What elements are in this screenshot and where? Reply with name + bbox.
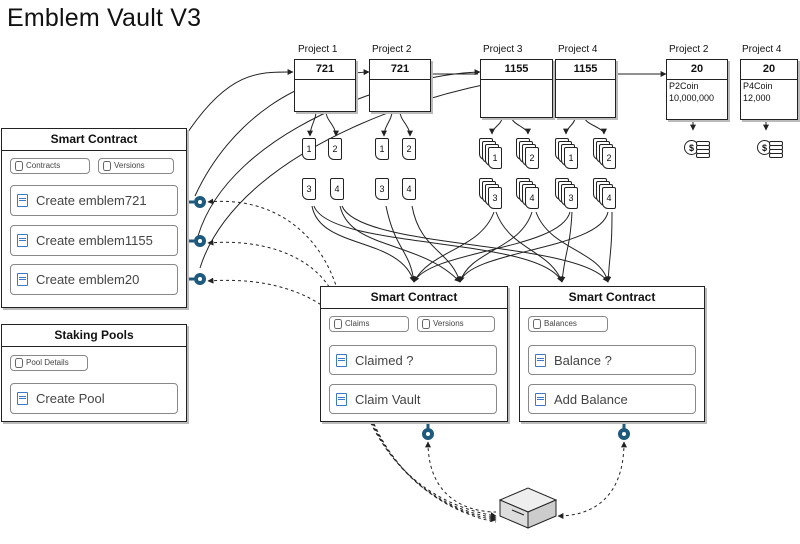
project-label: Project 4 [558, 44, 598, 55]
file-icon [535, 353, 546, 367]
coin-icon: $ [684, 136, 710, 158]
coin-project-box: 20 P4Coin 12,000 [740, 59, 798, 120]
token-doc-stack: 4 [516, 178, 542, 212]
database-icon [103, 161, 111, 171]
file-icon [17, 234, 28, 247]
project-standard: 20 [667, 60, 727, 80]
key-icon [422, 428, 434, 440]
database-icon [15, 161, 23, 171]
key-icon [618, 428, 630, 440]
file-icon [17, 273, 28, 286]
file-icon [336, 392, 347, 406]
database-icon [15, 358, 23, 368]
project-box: 1155 [480, 59, 553, 118]
token-doc-stack: 2 [593, 138, 619, 172]
project-standard: 721 [370, 60, 430, 80]
file-icon [17, 194, 28, 207]
coin-name: P4Coin [743, 81, 773, 91]
database-icon [533, 319, 541, 329]
project-standard: 20 [741, 60, 797, 80]
project-label: Project 2 [669, 44, 709, 55]
coin-project-box: 20 P2Coin 10,000,000 [666, 59, 728, 120]
project-label: Project 1 [298, 44, 338, 55]
contract-title: Smart Contract [2, 129, 186, 151]
project-label: Project 2 [372, 44, 412, 55]
contract-title: Smart Contract [520, 287, 704, 309]
create-emblem1155-button[interactable]: Create emblem1155 [10, 225, 178, 256]
claim-vault-button[interactable]: Claim Vault [329, 384, 497, 414]
token-doc-stack: 3 [555, 178, 581, 212]
key-icon [194, 196, 206, 208]
page-title: Emblem Vault V3 [7, 4, 202, 32]
token-doc-stack: 1 [479, 138, 505, 172]
project-box: 721 [369, 59, 431, 112]
create-pool-button[interactable]: Create Pool [10, 383, 178, 414]
balance-button[interactable]: Balance ? [528, 345, 696, 375]
token-doc: 2 [402, 138, 418, 162]
file-icon [336, 353, 347, 367]
tab-balances[interactable]: Balances [528, 316, 608, 332]
claims-smart-contract: Smart Contract Claims Versions Claimed ?… [320, 286, 508, 422]
tab-pool-details[interactable]: Pool Details [10, 355, 88, 371]
file-icon [535, 392, 546, 406]
tab-versions[interactable]: Versions [417, 316, 495, 332]
database-icon [334, 319, 342, 329]
coin-icon: $ [757, 136, 783, 158]
token-doc: 2 [328, 138, 344, 162]
claimed-button[interactable]: Claimed ? [329, 345, 497, 375]
project-label: Project 4 [742, 44, 782, 55]
balances-smart-contract: Smart Contract Balances Balance ? Add Ba… [519, 286, 705, 422]
coin-supply: 10,000,000 [669, 93, 715, 103]
project-label: Project 3 [483, 44, 523, 55]
tab-contracts[interactable]: Contracts [10, 158, 90, 174]
coin-name: P2Coin [669, 81, 699, 91]
token-doc: 1 [375, 138, 391, 162]
token-doc: 3 [302, 178, 318, 202]
key-icon [194, 235, 206, 247]
token-doc: 4 [330, 178, 346, 202]
token-doc-stack: 4 [593, 178, 619, 212]
project-standard: 1155 [556, 60, 615, 80]
add-balance-button[interactable]: Add Balance [528, 384, 696, 414]
key-icon [194, 273, 206, 285]
token-doc-stack: 1 [555, 138, 581, 172]
token-doc-stack: 2 [516, 138, 542, 172]
token-doc-stack: 3 [479, 178, 505, 212]
project-box: 1155 [555, 59, 616, 118]
staking-pools: Staking Pools Pool Details Create Pool [1, 324, 187, 422]
coin-supply: 12,000 [743, 93, 771, 103]
project-box: 721 [294, 59, 356, 112]
tab-claims[interactable]: Claims [329, 316, 409, 332]
project-standard: 721 [295, 60, 355, 80]
main-smart-contract: Smart Contract Contracts Versions Create… [1, 128, 187, 308]
vault-chest-icon [498, 487, 558, 529]
token-doc: 3 [375, 178, 391, 202]
token-doc: 1 [302, 138, 318, 162]
create-emblem721-button[interactable]: Create emblem721 [10, 185, 178, 216]
contract-title: Smart Contract [321, 287, 507, 309]
tab-versions[interactable]: Versions [98, 158, 174, 174]
project-standard: 1155 [481, 60, 552, 80]
file-icon [17, 392, 28, 405]
database-icon [422, 319, 430, 329]
staking-title: Staking Pools [2, 325, 186, 347]
create-emblem20-button[interactable]: Create emblem20 [10, 264, 178, 295]
token-doc: 4 [402, 178, 418, 202]
